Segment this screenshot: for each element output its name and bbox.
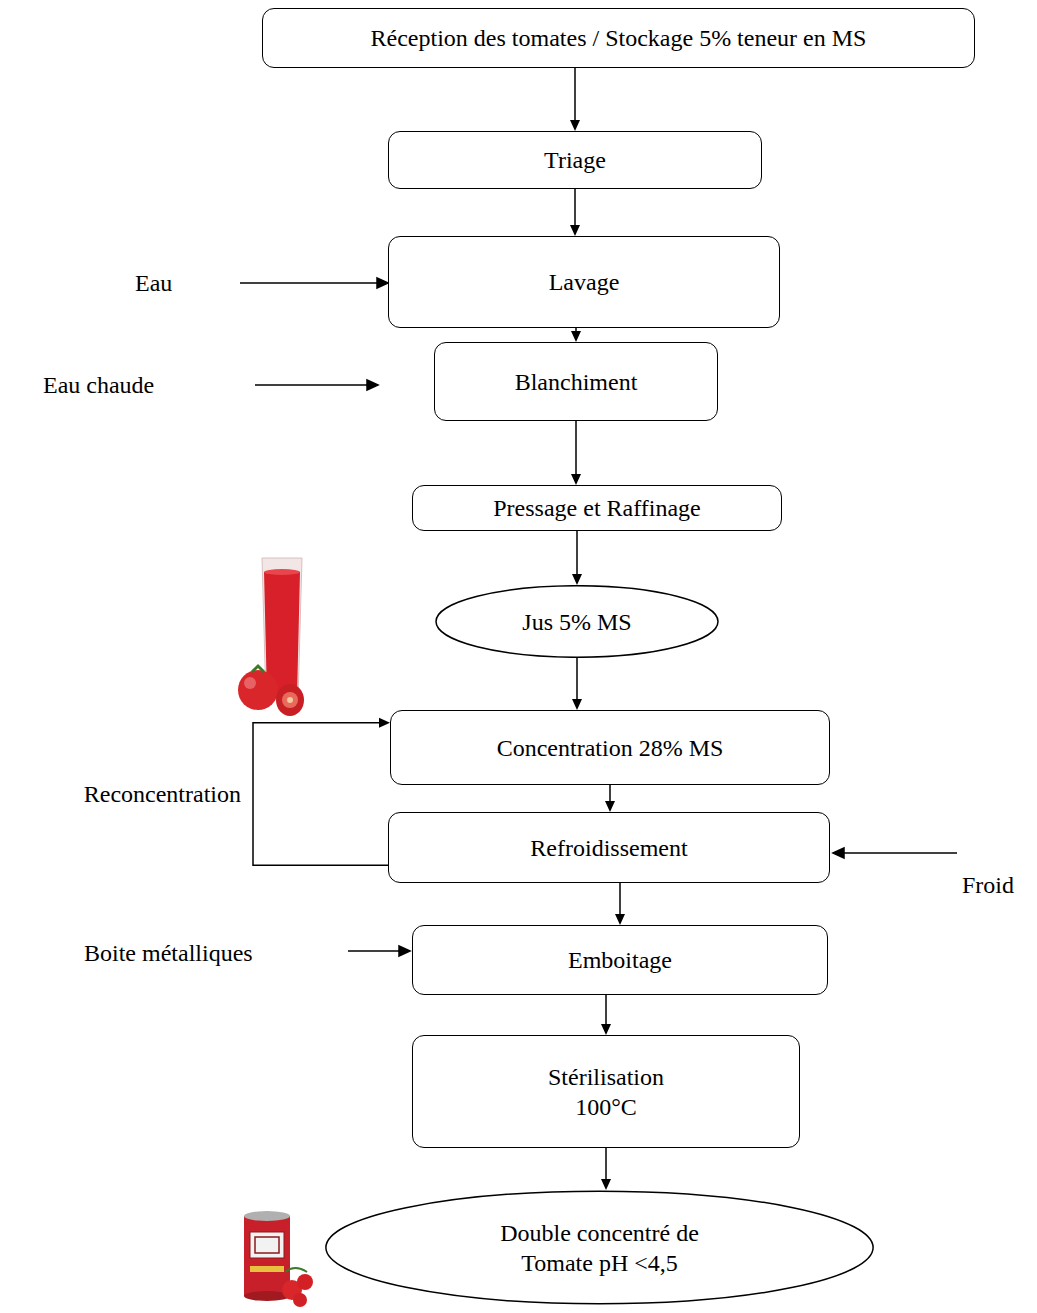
process-box: Refroidissement	[388, 812, 830, 883]
flow-arrow	[571, 421, 581, 485]
node-text: Stérilisation 100°C	[521, 1062, 691, 1122]
flow-arrow	[570, 189, 580, 236]
node-text: Triage	[544, 145, 606, 175]
node-text: Réception des tomates / Stockage 5% tene…	[371, 23, 867, 53]
node-text: Lavage	[549, 267, 620, 297]
process-box: Triage	[388, 131, 762, 189]
node-text: Pressage et Raffinage	[493, 493, 700, 523]
node-text: Refroidissement	[530, 833, 687, 863]
can-illustration	[244, 1211, 313, 1307]
input-label: Boite métalliques	[84, 938, 253, 968]
ellipse-node: Jus 5% MS	[434, 585, 720, 658]
node-text: Concentration 28% MS	[497, 733, 724, 763]
input-label: Froid	[962, 870, 1014, 900]
ellipse-node: Double concentré de Tomate pH <4,5	[322, 1190, 877, 1305]
input-label: Eau	[135, 268, 172, 298]
process-box: Emboitage	[412, 925, 828, 995]
process-box: Réception des tomates / Stockage 5% tene…	[262, 8, 975, 68]
node-text: Jus 5% MS	[522, 607, 631, 637]
flow-arrow	[605, 785, 615, 812]
flow-arrow	[601, 1148, 611, 1190]
node-text: Emboitage	[568, 945, 672, 975]
node-text: Double concentré de Tomate pH <4,5	[470, 1218, 730, 1278]
process-box: Concentration 28% MS	[390, 710, 830, 785]
flow-arrow	[615, 883, 625, 925]
process-box: Stérilisation 100°C	[412, 1035, 800, 1148]
flow-arrow	[253, 718, 390, 866]
process-box: Lavage	[388, 236, 780, 328]
flow-arrow	[571, 328, 581, 342]
node-text: Blanchiment	[515, 367, 638, 397]
edge-label: Reconcentration	[82, 779, 243, 809]
process-box: Pressage et Raffinage	[412, 485, 782, 531]
input-arrows	[240, 278, 957, 956]
flow-arrow	[572, 531, 582, 585]
flow-arrow	[572, 658, 582, 710]
process-box: Blanchiment	[434, 342, 718, 421]
flow-arrow	[601, 995, 611, 1035]
ellipse-outline	[322, 1190, 877, 1305]
juice-illustration	[238, 558, 304, 716]
flow-arrow	[570, 68, 580, 131]
input-label: Eau chaude	[43, 370, 154, 400]
